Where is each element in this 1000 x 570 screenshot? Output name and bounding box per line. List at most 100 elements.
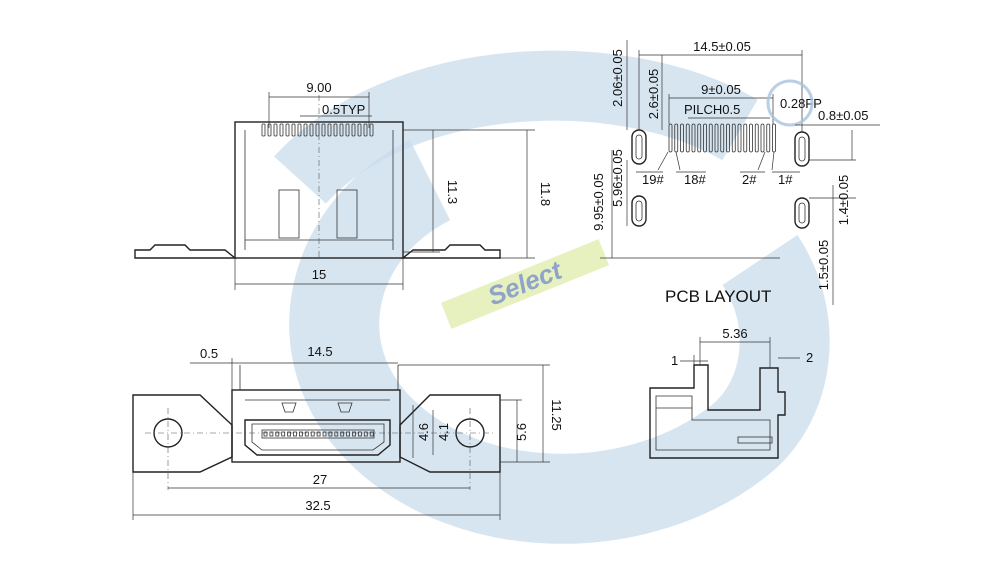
dim-pin-span: 9±0.05: [701, 82, 741, 97]
contact-pin: [275, 431, 280, 437]
leader: [771, 151, 775, 171]
dim-pad-width: 0.8±0.05: [818, 108, 869, 123]
contact-pin: [369, 431, 374, 437]
contact-pin: [279, 123, 284, 137]
contact-pin: [357, 431, 362, 437]
contact-pin: [363, 431, 368, 437]
pcb-slot-right-lower: [794, 197, 810, 229]
pcb-slot-left-upper-inner: [635, 134, 643, 160]
dim-front-h-in1: 4.6: [416, 423, 431, 441]
top-view-pins: [261, 123, 374, 137]
contact-pin: [263, 431, 268, 437]
contact-pin: [346, 431, 351, 437]
contact-pin: [321, 123, 326, 137]
contact-pin: [273, 123, 278, 137]
contact-pin: [760, 123, 765, 153]
dim-height-11-3: 11.3: [445, 180, 460, 204]
contact-pin: [772, 123, 776, 153]
watermark-text: Select: [483, 254, 567, 311]
contact-pin: [357, 123, 362, 137]
contact-pin: [293, 431, 297, 437]
contact-pin: [322, 431, 327, 437]
contact-pin: [363, 123, 368, 137]
dim-side-depth: 5.36: [722, 326, 747, 341]
dim-height-11-8: 11.8: [538, 182, 553, 206]
dim-pcb-v5: 1.4±0.05: [836, 175, 851, 226]
hdmi-receptacle-inner: [251, 423, 385, 451]
contact-pin: [287, 431, 292, 437]
contact-pin: [754, 123, 759, 153]
contact-pin: [766, 123, 771, 153]
contact-pin: [714, 123, 719, 153]
contact-pin: [720, 123, 725, 153]
dim-width-15: 15: [312, 267, 326, 282]
front-view-latch-left: [281, 402, 297, 413]
dim-pcb-v3: 5.96±0.05: [610, 149, 625, 207]
contact-pin: [340, 431, 345, 437]
contact-pin: [743, 123, 748, 153]
contact-pin: [267, 123, 272, 137]
contact-pin: [351, 123, 356, 137]
contact-pin: [281, 431, 286, 437]
contact-pin: [697, 123, 702, 153]
pin-label-18: 18#: [684, 172, 706, 187]
contact-pin: [327, 123, 332, 137]
hdmi-receptacle-outline: [244, 419, 391, 456]
contact-pin: [369, 123, 374, 137]
pcb-layout-title: PCB LAYOUT: [665, 287, 771, 306]
dim-pitch-typ: 0.5TYP: [322, 102, 365, 117]
contact-pin: [269, 431, 274, 437]
front-view-contacts: [263, 431, 374, 437]
pin-label-19: 19#: [642, 172, 664, 187]
contact-pin: [345, 123, 350, 137]
leader: [675, 151, 681, 171]
contact-pin: [303, 123, 308, 137]
front-view-latch-right: [337, 402, 353, 413]
top-view-flange-left: [134, 244, 237, 259]
hdmi-tongue: [261, 429, 375, 439]
contact-pin: [334, 431, 339, 437]
contact-pin: [680, 123, 684, 153]
registered-mark: [766, 79, 814, 127]
dim-pcb-v1: 2.06±0.05: [610, 49, 625, 107]
dim-front-h-outer: 11.25: [549, 399, 564, 431]
dim-front-total: 32.5: [305, 498, 330, 513]
dim-pcb-v6: 1.5±0.05: [816, 240, 831, 291]
dim-front-margin: 0.5: [200, 346, 218, 361]
top-view-flange-right: [401, 244, 501, 259]
top-view: 9.00 0.5TYP 11.3 11.8 15: [134, 80, 553, 290]
pcb-slot-right-upper-inner: [798, 136, 806, 162]
pin-label-2: 2#: [742, 172, 757, 187]
contact-pin: [297, 123, 302, 137]
dim-side-right: 2: [806, 350, 813, 365]
contact-pin: [737, 123, 742, 153]
dim-top-width: 9.00: [306, 80, 331, 95]
contact-pin: [310, 431, 315, 437]
pcb-slot-left-lower: [631, 195, 647, 227]
dim-front-h-mid: 5.6: [514, 423, 529, 441]
pcb-slot-right-lower-inner: [798, 202, 806, 224]
dim-front-width: 14.5: [307, 344, 332, 359]
dim-pcb-v4: 9.95±0.05: [591, 173, 606, 231]
contact-pin: [749, 123, 753, 153]
watermark-arc-top: [274, 50, 758, 205]
leader: [657, 151, 669, 171]
dim-pcb-total: 14.5±0.05: [693, 39, 751, 54]
top-view-tab-right: [336, 189, 358, 239]
dim-fp: 0.28FP: [780, 96, 822, 111]
contact-pin: [668, 123, 673, 153]
contact-pin: [285, 123, 290, 137]
contact-pin: [352, 431, 356, 437]
dim-pilch: PILCH0.5: [684, 102, 740, 117]
pcb-layout: 14.5±0.05 9±0.05 PILCH0.5 0.28FP 0.8±0.0…: [591, 39, 880, 306]
pcb-slot-left-lower-inner: [635, 200, 643, 222]
contact-pin: [703, 123, 707, 153]
contact-pin: [328, 431, 333, 437]
front-view-body: [231, 389, 401, 463]
contact-pin: [691, 123, 696, 153]
watermark-band: [440, 239, 610, 329]
contact-pin: [333, 123, 338, 137]
contact-pin: [339, 123, 344, 137]
side-view-inner: [655, 395, 771, 451]
